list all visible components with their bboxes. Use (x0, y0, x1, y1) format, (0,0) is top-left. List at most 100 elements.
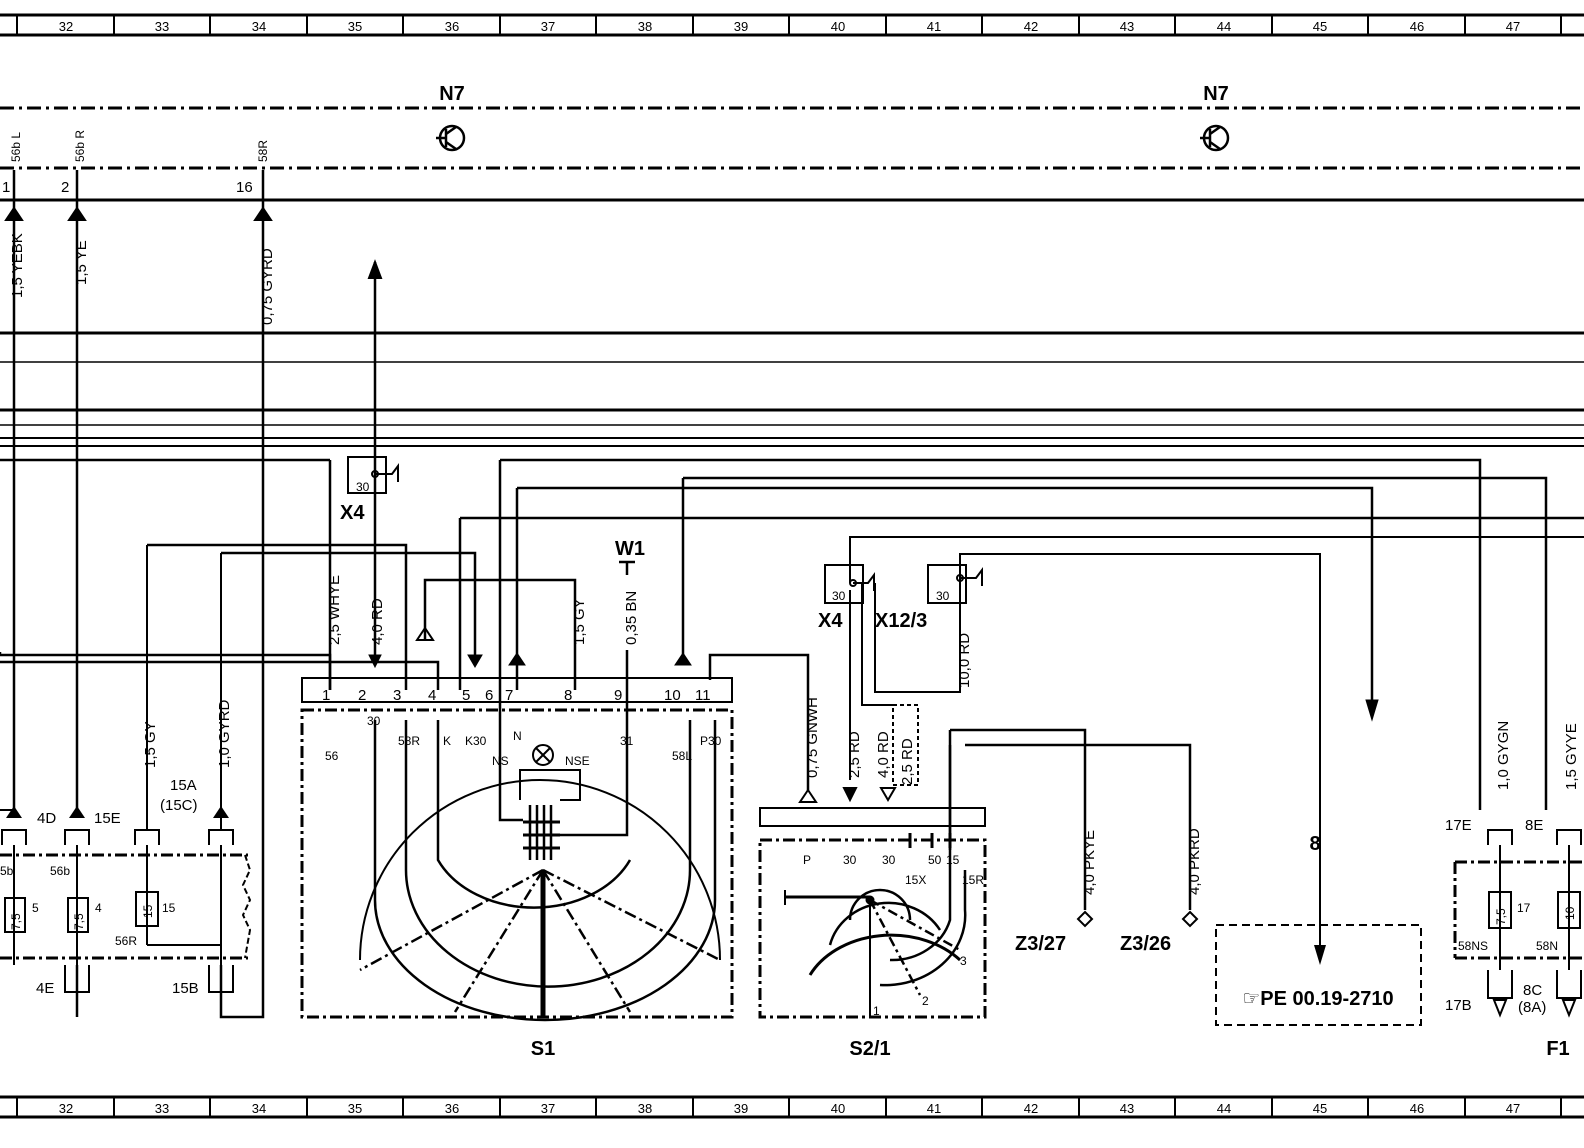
wire-label-gyrd: 0,75 GYRD (259, 248, 276, 325)
grid-numbers-bottom: 32 33 34 35 36 37 38 39 40 41 42 43 44 4… (59, 1101, 1520, 1116)
s2-1-switch (758, 704, 1192, 1019)
s2-inner: 30 (843, 853, 857, 867)
s1-pin: 6 (485, 687, 493, 704)
wire-label: 0,35 BN (623, 591, 640, 645)
fuse-rating: 10 (1563, 906, 1577, 920)
ground-icon (619, 560, 635, 575)
arrow-icons (1492, 999, 1577, 1018)
fuse-label-15b: 15B (172, 980, 199, 997)
grid-number: 45 (1313, 1101, 1327, 1116)
n7-pin-1: 56b L 1 (2, 132, 23, 196)
s2-inner: 50 (928, 853, 942, 867)
grid-number: 36 (445, 19, 459, 34)
grid-number: 37 (541, 1101, 555, 1116)
fuse-label-5b: 5b (0, 864, 14, 878)
s1-pin: 3 (393, 687, 401, 704)
s1-inner: 30 (367, 714, 381, 728)
grid-number: 38 (638, 19, 652, 34)
s1-inner: 31 (620, 734, 634, 748)
x12-3-label: X12/3 (875, 610, 927, 632)
wire-label-1-5-gy: 1,5 GY (142, 721, 159, 768)
s2-inner: 15X (905, 873, 926, 887)
s2-inner: 15R (962, 873, 984, 887)
wire-label: 0,75 GNWH (804, 697, 821, 778)
pin-name: 58R (256, 140, 270, 162)
s2-inner: P (803, 853, 811, 867)
fuse-label-17b: 17B (1445, 997, 1472, 1014)
x4-connector (347, 456, 399, 494)
grid-number: 39 (734, 19, 748, 34)
s1-switch (300, 708, 734, 1022)
pin-name: 56b R (73, 130, 87, 162)
s2-inner: 3 (960, 954, 967, 968)
wire-label: 2,5 RD (846, 731, 863, 778)
grid-number: 41 (927, 19, 941, 34)
grid-number: 43 (1120, 1101, 1134, 1116)
s2-inner-labels: P 30 30 50 15 15X 15R 1 2 3 (803, 853, 984, 1018)
s1-wire-labels: 2,5 WHYE 4,0 RD 1,5 GY 0,35 BN (326, 575, 640, 645)
grid-number: 41 (927, 1101, 941, 1116)
s2-wire-labels: 0,75 GNWH 2,5 RD 4,0 RD 2,5 RD 10,0 RD (804, 633, 973, 785)
connector-pin: 30 (832, 589, 846, 603)
z3-connectors (1076, 910, 1199, 928)
fuse-rating: 7,5 (72, 913, 86, 930)
wire-label-gyye: 1,5 GYYE (1563, 723, 1580, 790)
pin-name: 56b L (9, 132, 23, 162)
s1-inner: P30 (700, 734, 722, 748)
grid-number: 32 (59, 1101, 73, 1116)
fuse-slot: 5 (32, 901, 39, 915)
s1-wiring (0, 458, 1584, 837)
wire-label: 10,0 RD (956, 633, 973, 688)
n7-pin-2: 56b R 2 (61, 130, 87, 196)
transistor-icon (436, 124, 466, 152)
fuse-block-right (1453, 829, 1584, 999)
s1-inner: K30 (465, 734, 487, 748)
ref-box-label[interactable]: ☞PE 00.19-2710 (1242, 988, 1393, 1010)
s2-inner: 2 (922, 994, 929, 1008)
s1-pin: 5 (462, 687, 470, 704)
fuse-rating: 7,5 (9, 913, 23, 930)
wire-label: 2,5 WHYE (326, 575, 343, 645)
s1-pin: 1 (322, 687, 330, 704)
s2-inner: 30 (882, 853, 896, 867)
fuse-label-4e: 4E (36, 980, 54, 997)
s1-inner: NSE (565, 754, 590, 768)
grid-strip-bottom (0, 1095, 1584, 1119)
s1-inner: 58L (672, 749, 692, 763)
bus-lines (0, 331, 1584, 447)
grid-number: 42 (1024, 1101, 1038, 1116)
arrow-icons (368, 626, 1379, 722)
n7-label-right: N7 (1203, 83, 1229, 105)
s1-inner: 58R (398, 734, 420, 748)
grid-number: 40 (831, 1101, 845, 1116)
grid-number: 47 (1506, 19, 1520, 34)
n7-label-left: N7 (439, 83, 465, 105)
s1-pin: 10 (664, 687, 681, 704)
wire-label: 1,5 GY (571, 598, 588, 645)
fuse-label-15a: 15A (170, 777, 197, 794)
grid-number: 35 (348, 19, 362, 34)
w1-label: W1 (615, 538, 645, 560)
pin-number: 2 (61, 179, 69, 196)
fuse-slot: 4 (95, 901, 102, 915)
fuse-label-15e: 15E (94, 810, 121, 827)
transistor-icon (1200, 124, 1230, 152)
z3-27-label: Z3/27 (1015, 933, 1066, 955)
s1-pin: 2 (358, 687, 366, 704)
s1-label: S1 (531, 1038, 555, 1060)
s2-inner: 15 (946, 853, 960, 867)
pin-number: 16 (236, 179, 253, 196)
s1-inner: NS (492, 754, 509, 768)
grid-number: 39 (734, 1101, 748, 1116)
grid-number: 32 (59, 19, 73, 34)
wire-label-ye: 1,5 YE (73, 240, 90, 285)
fuse-label-4d: 4D (37, 810, 56, 827)
x4-label: X4 (340, 502, 365, 524)
grid-number: 35 (348, 1101, 362, 1116)
fuse-label-56b: 56b (50, 864, 70, 878)
f1-label: F1 (1546, 1038, 1569, 1060)
wire-label: 4,0 RD (875, 731, 892, 778)
wires-left (12, 170, 377, 1019)
fuse-block-left (0, 545, 252, 993)
grid-number: 34 (252, 19, 266, 34)
